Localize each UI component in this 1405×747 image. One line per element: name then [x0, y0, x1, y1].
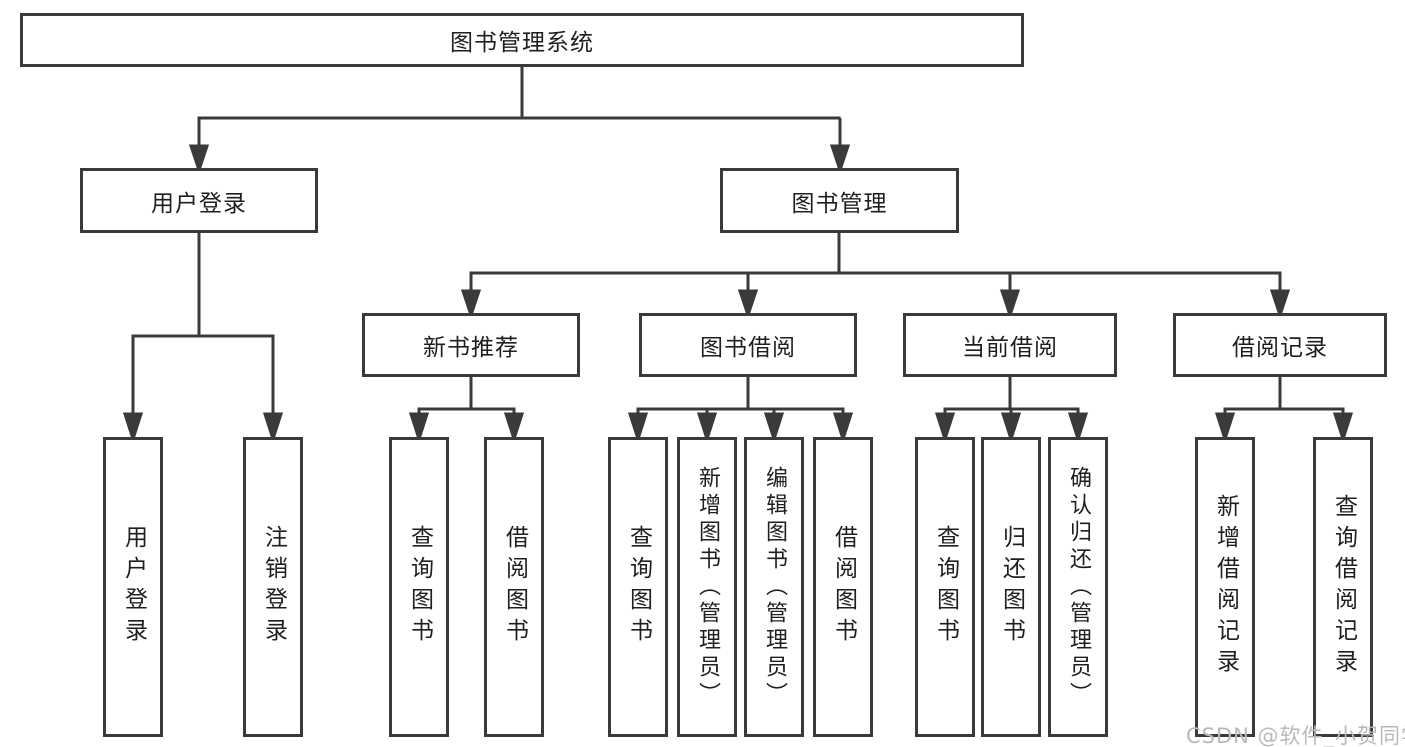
connector-current-borrow [934, 377, 1089, 444]
node-book-borrow: 图书借阅 [639, 313, 857, 377]
leaf-return-book: 归还图书 [981, 437, 1041, 737]
leaf-add-borrow-record: 新增借阅记录 [1195, 437, 1255, 737]
node-new-book-recommend: 新书推荐 [362, 313, 580, 377]
leaf-logout: 注销登录 [243, 437, 303, 737]
leaf-query-book: 查询图书 [915, 437, 975, 737]
leaf-query-book: 查询图书 [389, 437, 449, 737]
leaf-borrow-book: 借阅图书 [484, 437, 544, 737]
connector-new-book [408, 377, 525, 444]
connector-user-login [122, 233, 284, 444]
node-book-management-system: 图书管理系统 [20, 13, 1024, 67]
leaf-query-borrow-record: 查询借阅记录 [1313, 437, 1373, 737]
leaf-borrow-book: 借阅图书 [813, 437, 873, 737]
node-current-borrow: 当前借阅 [903, 313, 1117, 377]
node-borrow-records: 借阅记录 [1173, 313, 1387, 377]
connector-book-management [460, 233, 1291, 320]
leaf-edit-book-admin: 编辑图书（管理员） [744, 437, 804, 737]
connector-book-borrow [627, 377, 854, 444]
node-user-login: 用户登录 [80, 168, 318, 233]
leaf-query-book: 查询图书 [608, 437, 668, 737]
node-book-management: 图书管理 [720, 168, 959, 233]
leaf-confirm-return-admin: 确认归还（管理员） [1048, 437, 1108, 737]
csdn-watermark: CSDN @软件_小贺同学 [1186, 724, 1405, 747]
leaf-add-book-admin: 新增图书（管理员） [677, 437, 737, 737]
leaf-user-login: 用户登录 [103, 437, 163, 737]
connector-root [188, 67, 851, 175]
connector-borrow-records [1214, 377, 1354, 444]
